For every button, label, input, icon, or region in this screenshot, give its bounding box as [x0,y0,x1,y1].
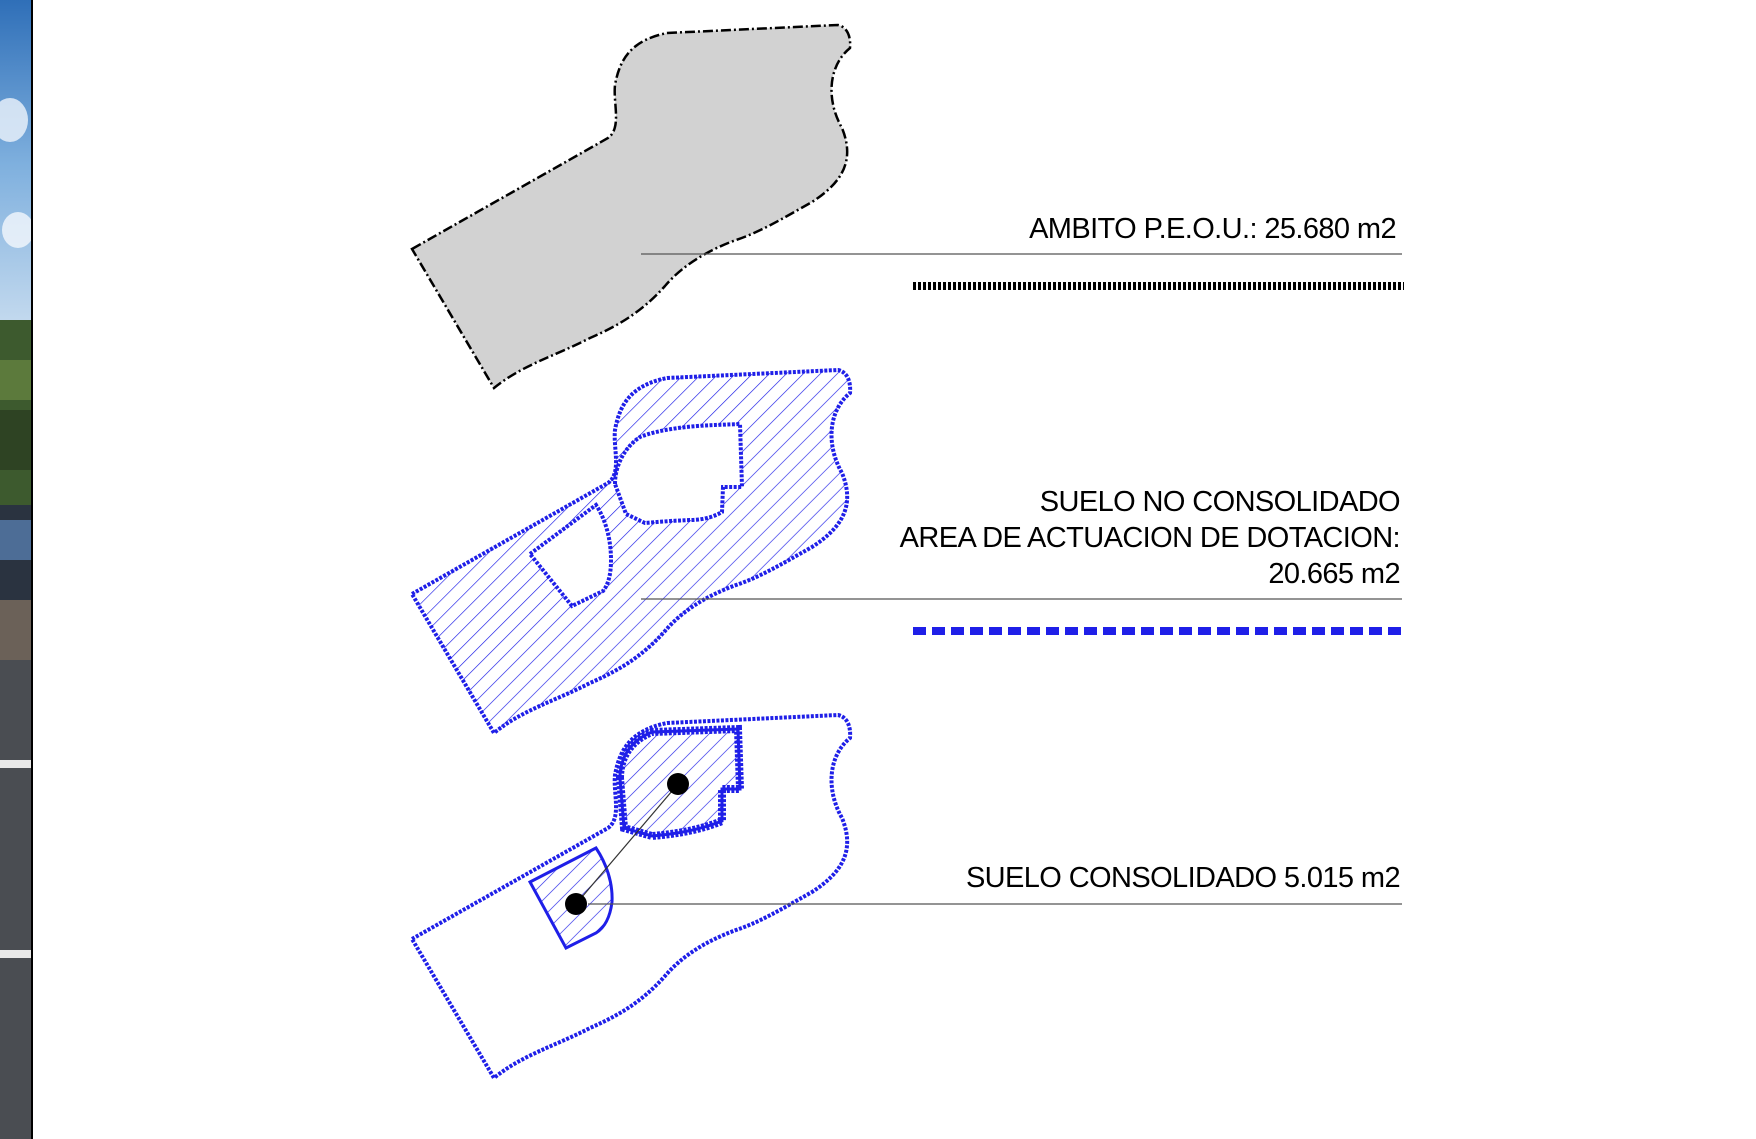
ambito-shape [410,23,852,390]
suelo-consolidado-parcels [527,724,745,950]
photo-border [31,0,33,1139]
suelo-no-consolidado-label: SUELO NO CONSOLIDADO AREA DE ACTUACION D… [899,484,1401,592]
label-line: AREA DE ACTUACION DE DOTACION: [899,522,1401,554]
marker-dot-upper [667,773,689,795]
link-line [575,783,679,905]
suelo-consolidado-label: SUELO CONSOLIDADO 5.015 m2 [965,862,1401,894]
label-line: SUELO NO CONSOLIDADO [1039,486,1401,518]
ambito-label: AMBITO P.E.O.U.: 25.680 m2 [1029,213,1397,245]
suelo-no-consolidado-shape [410,368,853,735]
label-line: 20.665 m2 [1268,558,1400,590]
marker-dot-lower [565,893,587,915]
side-photo-strip [0,0,31,1139]
